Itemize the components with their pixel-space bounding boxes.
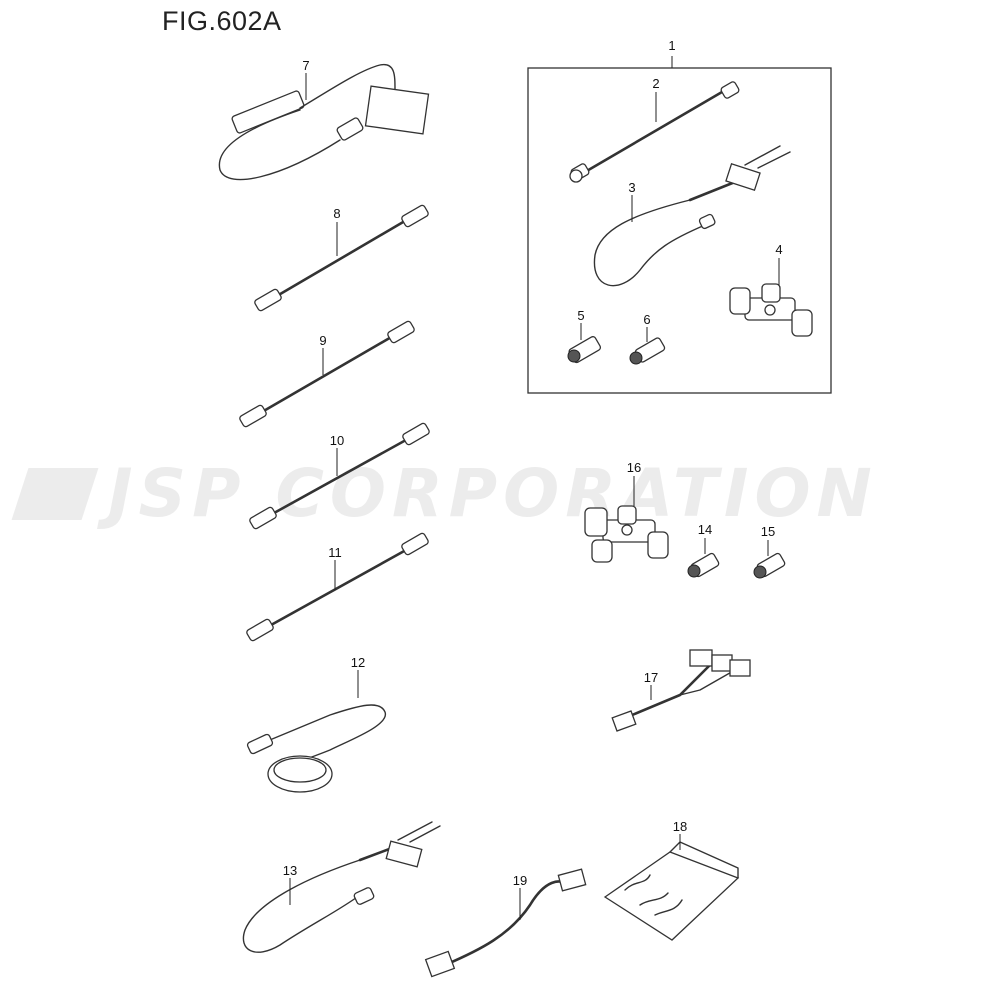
part-2-cable [569,81,740,183]
callout-3: 3 [628,180,635,195]
callout-2: 2 [652,76,659,91]
callout-14: 14 [698,522,712,537]
callout-15: 15 [761,524,775,539]
callout-13: 13 [283,863,297,878]
part-16-t-connector [584,476,669,563]
part-12-sensor [246,670,386,793]
callout-17: 17 [644,670,658,685]
callout-7: 7 [302,58,309,73]
part-8-cable [254,204,429,312]
callout-10: 10 [330,433,344,448]
part-7-antenna-cable [218,63,430,181]
part-3-power-cable [593,145,791,287]
part-10-cable [249,422,430,530]
callout-6: 6 [643,312,650,327]
part-6-terminator [629,327,666,365]
figure-title: FIG.602A [162,6,282,36]
callout-11: 11 [328,545,342,560]
part-19-adapter-cable [424,868,587,978]
callout-5: 5 [577,308,584,323]
callout-9: 9 [319,333,326,348]
kit-group-box [527,67,832,394]
part-18-hardware-bag [603,834,740,941]
part-13-power-cable [242,821,441,953]
part-14-terminator [687,538,720,578]
callout-18: 18 [673,819,687,834]
callout-4: 4 [775,242,782,257]
part-15-terminator [753,540,786,579]
part-11-cable [246,532,429,642]
callout-8: 8 [333,206,340,221]
part-9-cable [239,320,415,428]
part-17-harness [611,649,751,732]
callout-19: 19 [513,873,527,888]
callout-12: 12 [351,655,365,670]
part-4-t-connector [729,258,813,337]
part-5-terminator [567,323,602,364]
callout-16: 16 [627,460,641,475]
callout-1: 1 [668,38,675,53]
